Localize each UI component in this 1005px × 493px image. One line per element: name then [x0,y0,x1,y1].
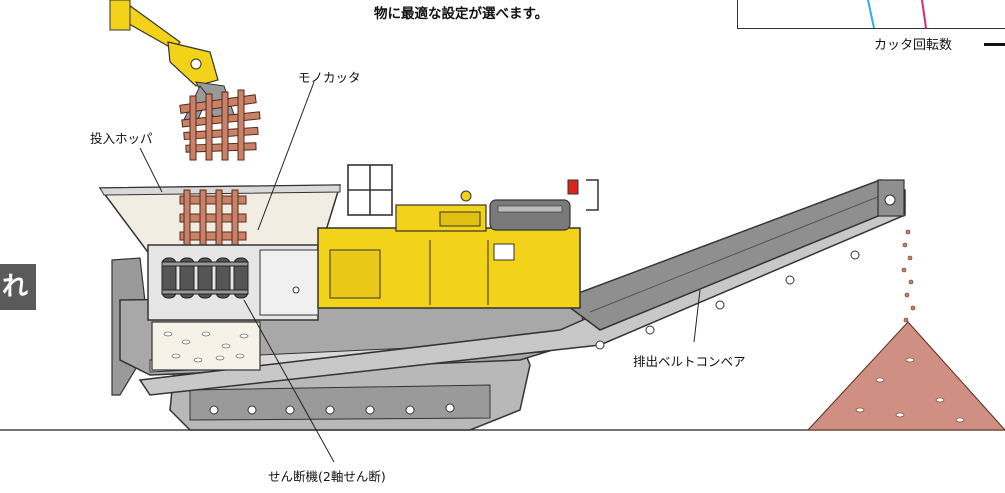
graph-line-magenta [921,0,927,28]
side-badge: れ [0,264,37,310]
graph-axis-label: カッタ回転数 [874,38,953,53]
label-shredder: せん断機(2軸せん断) [268,469,386,484]
wood-debris-grapple [179,89,261,161]
speed-graph [737,0,1005,29]
graph-line-cyan [867,0,875,28]
power-unit [317,179,599,309]
shredder-housing [147,244,319,321]
graph-curves [867,0,927,28]
operator-cage [347,164,393,216]
shredder-rotors [161,257,249,299]
discharge-conveyor [138,179,906,396]
graph-axis-tick [984,43,1005,46]
header-caption: 物に最適な設定が選べます。 [374,6,549,22]
label-feed-hopper: 投入ホッパ [90,131,153,146]
falling-chips [901,229,916,323]
callout-lines [139,81,701,463]
chip-chamber [151,321,261,371]
wood-debris-hopper [179,189,247,261]
label-mono-cutter: モノカッタ [298,70,361,85]
output-pile [806,321,1005,431]
label-discharge-conveyor: 排出ベルトコンベア [633,354,746,369]
